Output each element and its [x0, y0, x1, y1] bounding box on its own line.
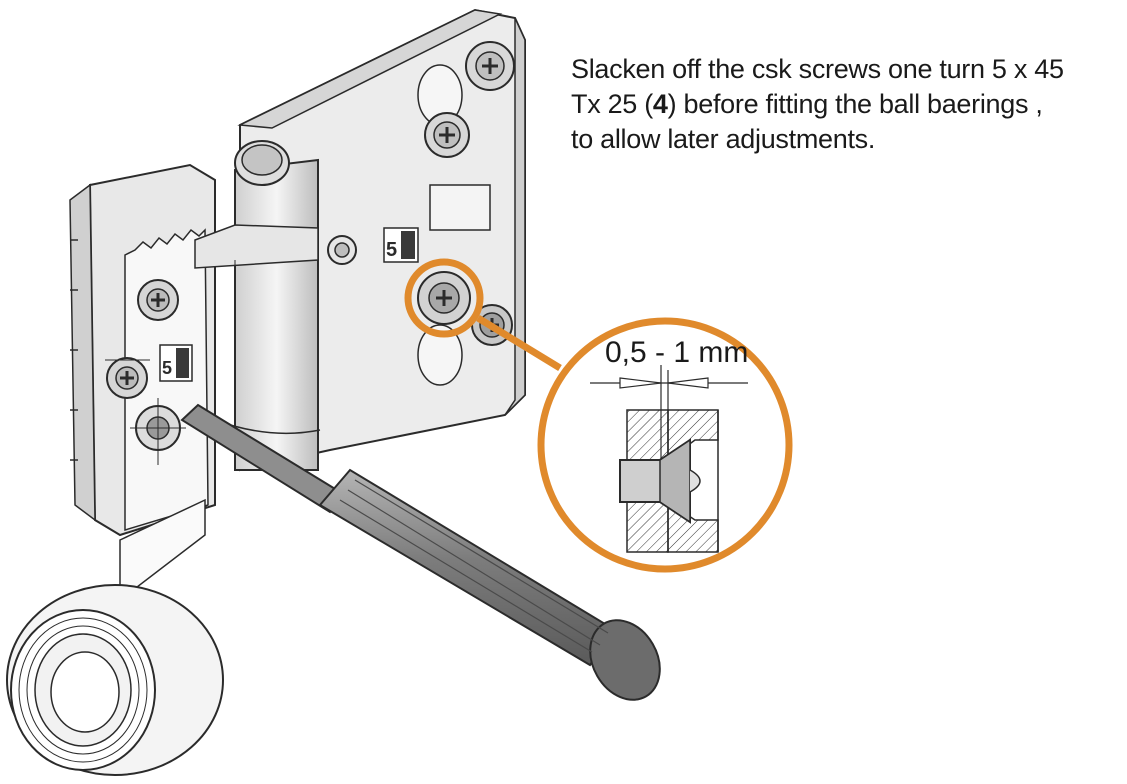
highlight-ring [404, 258, 484, 338]
adjustment-pin [327, 235, 357, 265]
csk-screw-4 [417, 271, 471, 325]
front-ball-bearing-hole [130, 398, 186, 465]
front-hinge-plate [69, 163, 216, 561]
hinge-mark-rear: 5 [383, 227, 419, 263]
hinge-mark-rear-label: 5 [386, 239, 397, 261]
hinge-mark-front: 5 [159, 344, 193, 382]
hinge-mark-front-label: 5 [162, 358, 172, 378]
tape-roll [6, 498, 224, 776]
screw-reference-number: 4 [652, 89, 668, 119]
detail-magnifier: 0,5 - 1 mm [537, 317, 793, 573]
front-screw-middle [106, 357, 148, 399]
instruction-line-2: Tx 25 (4) before fitting the ball baerin… [571, 87, 1121, 122]
front-screw-top [137, 279, 179, 321]
screw-upper [424, 112, 470, 158]
instruction-line-2-end: ) before fitting the ball baerings , [667, 89, 1043, 119]
instruction-line-1: Slacken off the csk screws one turn 5 x … [571, 54, 1064, 84]
instruction-text: Slacken off the csk screws one turn 5 x … [571, 52, 1121, 157]
screwdriver [180, 403, 661, 701]
screw-top [465, 41, 515, 91]
hinge-barrel [194, 140, 321, 471]
instruction-line-2-start: Tx 25 ( [571, 89, 653, 119]
instruction-line-3: to allow later adjustments. [571, 124, 876, 154]
detail-measurement: 0,5 - 1 mm [605, 336, 748, 369]
highlight-connector [476, 315, 562, 371]
